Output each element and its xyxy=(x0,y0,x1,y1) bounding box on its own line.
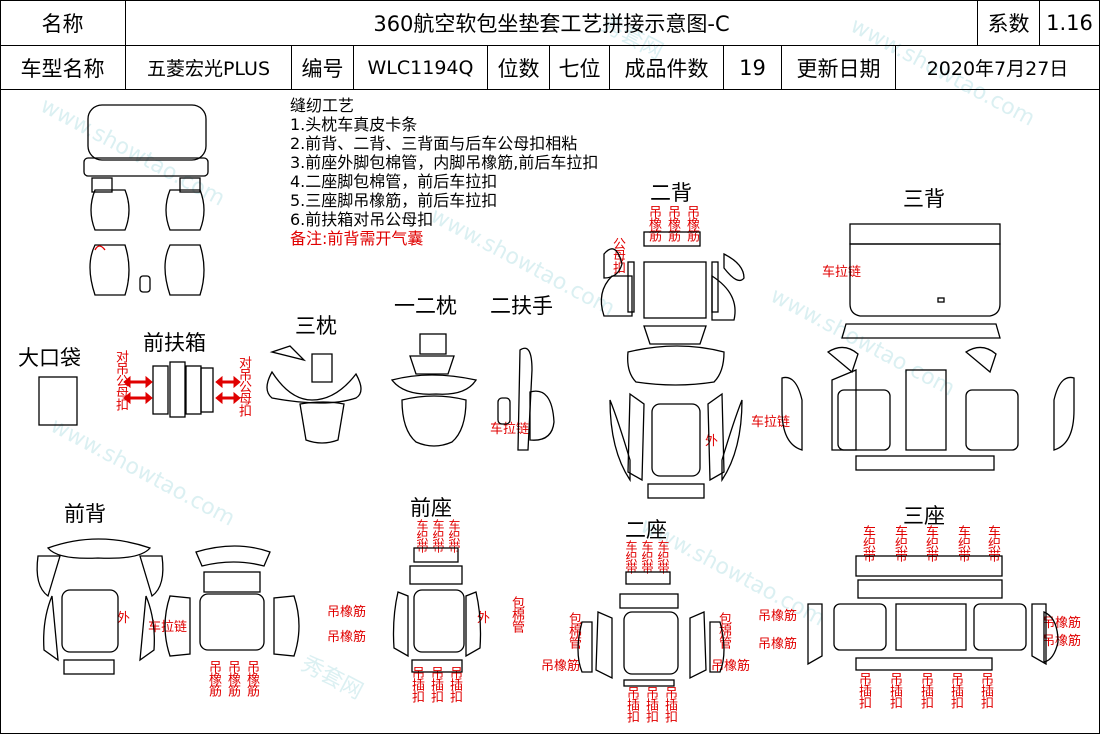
hang-insert-label: 吊插扣 xyxy=(856,672,871,708)
snap-label-right: 对吊公母扣 xyxy=(236,356,251,416)
section-big-pocket: 大口袋 xyxy=(18,346,81,370)
second-seat-shape xyxy=(577,571,725,687)
front-armbox-shape xyxy=(152,361,214,418)
elastic-label: 吊橡筋 xyxy=(244,660,259,696)
belt-label: 车织带 xyxy=(985,525,1000,561)
note-item: 6.前扶箱对吊公母扣 xyxy=(290,210,434,229)
section-second-armrest: 二扶手 xyxy=(490,294,553,318)
third-seat-shape xyxy=(807,555,1059,671)
zipper-label: 车拉链 xyxy=(751,415,791,430)
model-value: 五菱宏光PLUS xyxy=(126,46,292,90)
belt-label: 车织带 xyxy=(640,540,654,573)
belt-label: 车织带 xyxy=(955,525,970,561)
hang-insert-label: 吊插扣 xyxy=(887,672,902,708)
hang-insert-label: 吊插扣 xyxy=(447,666,462,702)
third-pillow-shape xyxy=(266,345,362,444)
hang-insert-label: 吊插扣 xyxy=(409,666,424,702)
sewing-notes: 缝纫工艺 1.头枕车真皮卡条 2.前背、二背、三背面与后车公母扣相粘 3.前座外… xyxy=(290,96,598,248)
belt-label: 车织带 xyxy=(892,525,907,561)
zipper-label: 车拉链 xyxy=(822,265,862,280)
page-title: 360航空软包坐垫套工艺拼接示意图-C xyxy=(126,0,978,46)
note-item: 4.二座脚包棉管，前后车拉扣 xyxy=(290,172,498,191)
section-front-seat: 前座 xyxy=(410,496,452,520)
hang-insert-label: 吊插扣 xyxy=(948,672,963,708)
section-front-back: 前背 xyxy=(64,502,106,526)
name-label: 名称 xyxy=(0,0,126,46)
hang-insert-label: 吊插扣 xyxy=(624,686,639,722)
note-item: 2.前背、二背、三背面与后车公母扣相粘 xyxy=(290,134,578,153)
outer-label: 外 xyxy=(117,611,131,626)
elastic-label: 吊橡筋 xyxy=(758,637,798,652)
pieces-label: 成品件数 xyxy=(610,46,724,90)
first-second-pillow-shape xyxy=(390,333,478,447)
belt-label: 车织带 xyxy=(624,540,638,573)
snap-arrows xyxy=(123,375,241,405)
note-item: 5.三座脚吊橡筋，前后车拉扣 xyxy=(290,191,498,210)
seats-label: 位数 xyxy=(488,46,550,90)
wrap-tube-label: 包棉管 xyxy=(509,596,524,632)
belt-label: 车织带 xyxy=(415,519,429,552)
zipper-label: 车拉链 xyxy=(148,620,188,635)
elastic-label: 吊橡筋 xyxy=(327,605,367,620)
third-back-shape xyxy=(781,223,1075,471)
elastic-label: 吊橡筋 xyxy=(1042,634,1082,649)
model-label: 车型名称 xyxy=(0,46,126,90)
zipper-label: 车拉链 xyxy=(490,422,530,437)
front-seat-shape xyxy=(392,547,482,673)
date-label: 更新日期 xyxy=(782,46,896,90)
hang-insert-label: 吊插扣 xyxy=(428,666,443,702)
second-back-shape xyxy=(600,231,745,499)
pieces-value: 19 xyxy=(724,46,782,90)
car-overview xyxy=(83,104,209,296)
elastic-label: 吊橡筋 xyxy=(327,630,367,645)
elastic-label: 吊橡筋 xyxy=(206,660,221,696)
belt-label: 车织带 xyxy=(923,525,938,561)
big-pocket-shape xyxy=(38,376,78,426)
hang-insert-label: 吊插扣 xyxy=(978,672,993,708)
note-remark: 备注:前背需开气囊 xyxy=(290,229,424,248)
section-second-seat: 二座 xyxy=(625,518,667,542)
section-third-back: 三背 xyxy=(903,187,945,211)
snap-label-left: 对吊公母扣 xyxy=(113,350,128,410)
hang-insert-label: 吊插扣 xyxy=(918,672,933,708)
belt-label: 车织带 xyxy=(860,525,875,561)
second-armrest-shape xyxy=(497,347,555,451)
elastic-label: 吊橡筋 xyxy=(758,609,798,624)
elastic-label: 吊橡筋 xyxy=(225,660,240,696)
belt-label: 车织带 xyxy=(656,540,670,573)
section-third-seat: 三座 xyxy=(903,504,945,528)
belt-label: 车织带 xyxy=(447,519,461,552)
note-item: 3.前座外脚包棉管，内脚吊橡筋,前后车拉扣 xyxy=(290,153,599,172)
wrap-tube-label: 包棉管 xyxy=(566,612,581,648)
belt-label: 车织带 xyxy=(431,519,445,552)
coeff-label: 系数 xyxy=(978,0,1040,46)
code-label: 编号 xyxy=(292,46,354,90)
note-item: 1.头枕车真皮卡条 xyxy=(290,115,418,134)
section-second-back: 二背 xyxy=(650,181,692,205)
code-value: WLC1194Q xyxy=(354,46,488,90)
front-back-shape xyxy=(36,538,300,675)
section-third-pillow: 三枕 xyxy=(295,314,337,338)
wrap-tube-label: 包棉管 xyxy=(716,612,731,648)
snap-tab-label: 公母扣 xyxy=(610,237,625,273)
seats-value: 七位 xyxy=(550,46,610,90)
elastic-label: 吊橡筋 xyxy=(1042,616,1082,631)
elastic-label: 吊橡筋 xyxy=(541,659,581,674)
hang-insert-label: 吊插扣 xyxy=(643,686,658,722)
section-first-second-pillow: 一二枕 xyxy=(394,294,457,318)
section-front-armbox: 前扶箱 xyxy=(143,331,206,355)
notes-title: 缝纫工艺 xyxy=(290,96,355,115)
hang-insert-label: 吊插扣 xyxy=(662,686,677,722)
